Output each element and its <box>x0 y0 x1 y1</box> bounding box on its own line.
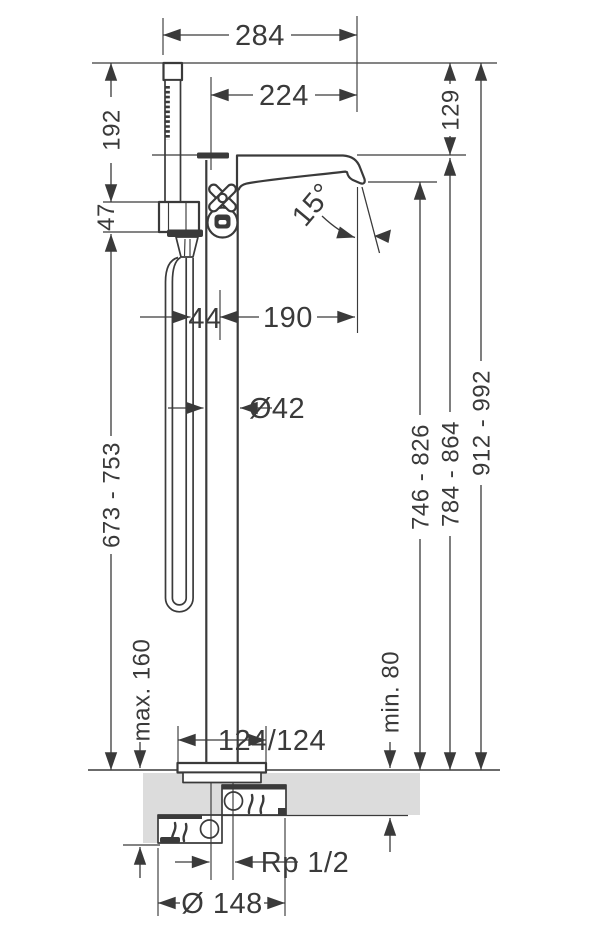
dim-224: 224 <box>259 80 309 112</box>
spout <box>235 154 366 191</box>
hand-shower <box>157 61 203 258</box>
flange-foot <box>278 808 286 815</box>
handle-center <box>217 192 228 204</box>
dim-max-160: max. 160 <box>129 639 156 742</box>
dim-129: 129 <box>438 89 465 131</box>
spray-head-tip <box>175 236 199 258</box>
base-plate <box>176 761 268 774</box>
hand-shower-cap <box>162 61 184 82</box>
dim-124-124: 124/124 <box>218 725 326 757</box>
dim-284: 284 <box>235 20 285 52</box>
dim-d42: Ø42 <box>249 393 305 425</box>
flange-section-curve <box>182 822 188 843</box>
dim-47: 47 <box>93 203 120 231</box>
angle-slant-line <box>361 186 381 254</box>
floor-section <box>88 769 500 846</box>
dim-912-992: 912 - 992 <box>469 370 496 476</box>
dim-rp-half: Rp 1/2 <box>261 847 349 879</box>
shower-holder <box>157 200 201 234</box>
dim-d148: Ø 148 <box>181 888 263 920</box>
mixer-top-cap <box>197 152 229 159</box>
reference-lines <box>92 16 497 916</box>
angle-leader-arrow <box>321 215 356 239</box>
base-collar <box>182 771 262 784</box>
flange-screw-boss <box>199 819 220 839</box>
flange-foot <box>160 837 180 843</box>
dim-44: 44 <box>188 303 221 335</box>
shower-hose <box>164 256 194 613</box>
bath-mixer-product <box>157 61 366 784</box>
dim-746-826: 746 - 826 <box>408 424 435 530</box>
dimension-labels: 284 224 192 47 673 - 753 129 746 - 826 7… <box>93 20 496 920</box>
flange-section-curve <box>259 794 265 815</box>
dim-190: 190 <box>263 302 313 334</box>
dim-673-753: 673 - 753 <box>99 442 126 548</box>
riser-pipe <box>205 158 239 763</box>
flange-upper-edge <box>222 785 286 790</box>
cross-handle <box>206 183 239 239</box>
angle-counter-arrow <box>374 229 391 243</box>
dim-192: 192 <box>99 109 126 151</box>
holder-clamp-bar <box>167 229 203 237</box>
dim-784-864: 784 - 864 <box>438 421 465 527</box>
flange-section-curve <box>247 793 254 815</box>
flange-lower-edge <box>158 815 202 819</box>
dim-min-80: min. 80 <box>378 651 405 733</box>
